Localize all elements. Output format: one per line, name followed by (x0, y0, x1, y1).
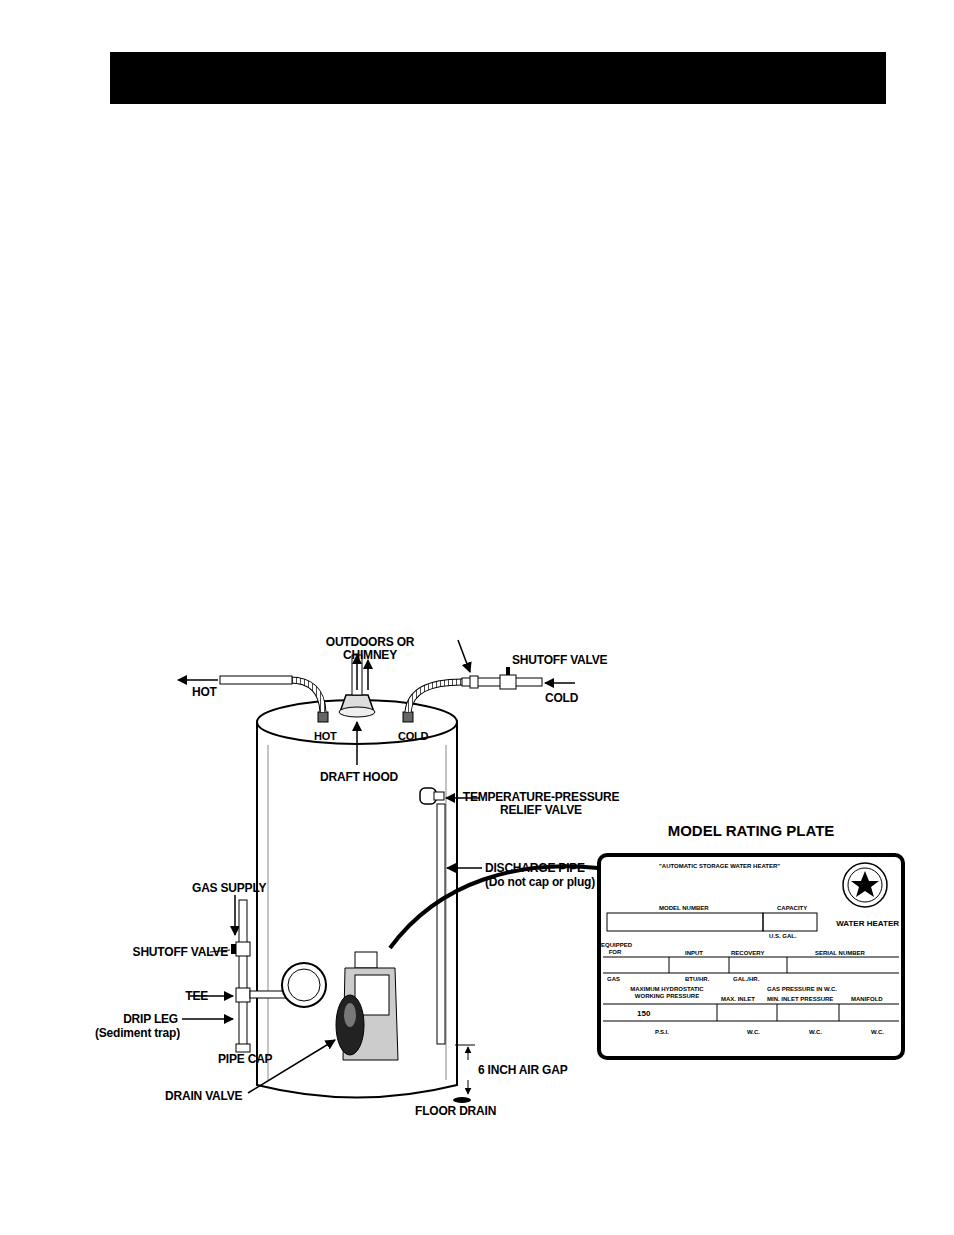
callout-label: TEMPERATURE-PRESSURE RELIEF VALVE (461, 791, 621, 817)
callout-label: TEE (185, 990, 208, 1003)
plate-field: U.S. GAL. (769, 933, 797, 940)
plate-outline (597, 853, 905, 1060)
callout-label: COLD (545, 692, 578, 705)
plate-field: MIN. INLET PRESSURE (767, 996, 833, 1003)
plate-field: P.S.I. (655, 1029, 669, 1036)
plate-field: W.C. (747, 1029, 760, 1036)
callout-label: SHUTOFF VALVE (512, 654, 607, 667)
callout-label: SHUTOFF VALVE (133, 946, 228, 959)
callout-label: FLOOR DRAIN (415, 1105, 496, 1118)
callout-label: HOT (314, 730, 337, 743)
callout-label: 6 INCH AIR GAP (478, 1064, 567, 1077)
callout-label: HOT (192, 686, 217, 699)
header-bar (110, 52, 886, 104)
callout-label: DRAIN VALVE (165, 1090, 242, 1103)
plate-field: INPUT (685, 950, 703, 957)
callout-label: DRAFT HOOD (320, 771, 398, 784)
plate-field: "AUTOMATIC STORAGE WATER HEATER" (659, 863, 780, 870)
callout-label: GAS SUPPLY (192, 882, 266, 895)
plate-field: GAS PRESSURE IN W.C. (767, 986, 837, 993)
rating-plate: MODEL RATING PLATE"AUTOMATIC STORAGE WAT… (597, 853, 905, 1060)
callout-label: DISCHARGE PIPE (485, 862, 585, 875)
callout-label: COLD (398, 730, 428, 743)
callout-label: (Sediment trap) (95, 1027, 180, 1040)
plate-field: GAS (607, 976, 620, 983)
plate-field: CAPACITY (777, 905, 807, 912)
plate-field: BTU/HR. (685, 976, 709, 983)
plate-field: W.C. (809, 1029, 822, 1036)
plate-field: MAXIMUM HYDROSTATIC WORKING PRESSURE (617, 986, 717, 1000)
plate-field: SERIAL NUMBER (815, 950, 865, 957)
plate-field: MODEL NUMBER (659, 905, 709, 912)
plate-field: RECOVERY (731, 950, 764, 957)
callout-label: PIPE CAP (218, 1053, 272, 1066)
callout-label: DRIP LEG (123, 1013, 178, 1026)
callout-label: OUTDOORS OR CHIMNEY (324, 636, 416, 662)
plate-field: 150 (637, 1009, 650, 1018)
plate-field: EQUIPPED FOR (601, 942, 629, 956)
plate-field: MAX. INLET (721, 996, 755, 1003)
callout-label: (Do not cap or plug) (485, 876, 595, 889)
plate-field: MANIFOLD (851, 996, 883, 1003)
plate-title: MODEL RATING PLATE (597, 823, 905, 839)
plate-field: GAL./HR. (733, 976, 759, 983)
plate-field: WATER HEATER (836, 919, 899, 928)
plate-field: W.C. (871, 1029, 884, 1036)
